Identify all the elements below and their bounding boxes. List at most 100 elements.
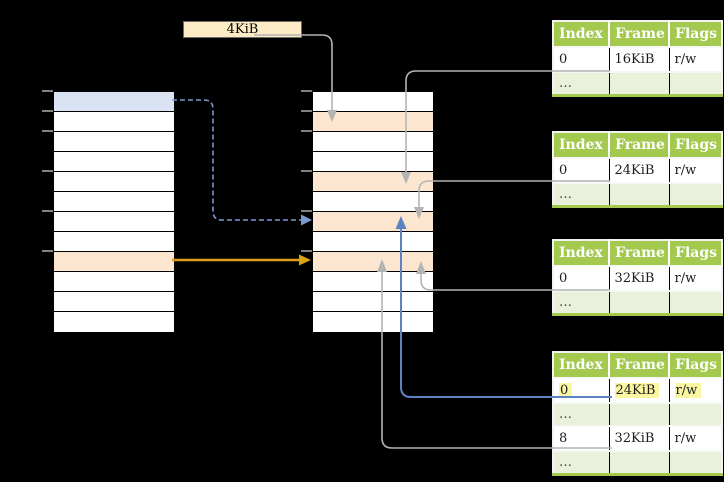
memory-cell-white <box>313 152 433 172</box>
page-table-cell <box>669 182 722 206</box>
column-header-frame: Frame <box>609 132 670 158</box>
page-table-cell: r/w <box>669 265 722 291</box>
page-table-row: … <box>553 450 722 474</box>
page-table-cell: … <box>553 450 610 474</box>
memory-cell-peach <box>54 252 174 272</box>
highlighted-value: r/w <box>674 383 702 398</box>
page-table-row: … <box>553 182 722 206</box>
page-table-row: … <box>553 402 722 426</box>
page-table-cell: … <box>553 290 610 314</box>
memory-cell-white <box>54 292 174 312</box>
memory-cell-white <box>54 132 174 152</box>
page-table-row: 0 24KiB r/w <box>553 377 722 403</box>
memory-cell-white <box>54 192 174 212</box>
memory-cell-white <box>313 232 433 252</box>
address-tick <box>301 210 312 212</box>
page-table-row: … <box>553 290 722 314</box>
page-table-cell: r/w <box>669 157 722 183</box>
page-table-cell: … <box>553 182 610 206</box>
page-table-row: … <box>553 71 722 95</box>
page-table-cell: 16KiB <box>609 46 670 72</box>
page-table-cell: … <box>553 402 610 426</box>
memory-cell-white <box>54 272 174 292</box>
middle-memory-column <box>312 91 434 333</box>
left-memory-column <box>53 91 175 333</box>
column-header-index: Index <box>553 21 610 47</box>
page-table-cell: 8 <box>553 425 610 451</box>
page-table-cell: 24KiB <box>609 377 670 403</box>
page-table-cell <box>609 182 670 206</box>
address-tick <box>301 110 312 112</box>
page-table-cell: 32KiB <box>609 425 670 451</box>
address-tick <box>42 130 53 132</box>
memory-cell-white <box>54 112 174 132</box>
address-tick <box>42 90 53 92</box>
column-header-index: Index <box>553 240 610 266</box>
memory-cell-peach <box>313 172 433 192</box>
column-header-flags: Flags <box>669 132 722 158</box>
memory-cell-white <box>313 132 433 152</box>
arrow-virtual-page-dashed <box>172 99 312 226</box>
page-table-cell: r/w <box>669 377 722 403</box>
page-table-cell: 24KiB <box>609 157 670 183</box>
page-size-label: 4KiB <box>183 21 302 38</box>
address-tick <box>42 110 53 112</box>
memory-cell-white <box>54 172 174 192</box>
page-table-cell: 0 <box>553 46 610 72</box>
memory-cell-white <box>54 152 174 172</box>
page-table-cell <box>609 71 670 95</box>
highlighted-value: 0 <box>559 383 573 398</box>
memory-cell-white <box>313 192 433 212</box>
memory-cell-peach <box>313 252 433 272</box>
address-tick <box>301 170 312 172</box>
arrow-mapped-page-orange <box>172 254 311 266</box>
memory-cell-white <box>313 272 433 292</box>
column-header-index: Index <box>553 352 610 378</box>
address-tick <box>301 130 312 132</box>
memory-cell-peach <box>313 112 433 132</box>
page-table-cell <box>669 290 722 314</box>
page-table-cell: 0 <box>553 157 610 183</box>
memory-cell-white <box>54 232 174 252</box>
page-table-cell: 0 <box>553 265 610 291</box>
column-header-flags: Flags <box>669 352 722 378</box>
column-header-flags: Flags <box>669 21 722 47</box>
memory-cell-white <box>54 212 174 232</box>
column-header-flags: Flags <box>669 240 722 266</box>
column-header-frame: Frame <box>609 240 670 266</box>
memory-cell-peach <box>313 212 433 232</box>
page-table-cell <box>669 71 722 95</box>
memory-cell-blue <box>54 92 174 112</box>
page-table-cell <box>669 402 722 426</box>
highlighted-value: 24KiB <box>614 383 660 398</box>
address-tick <box>301 250 312 252</box>
page-table-cell: 0 <box>553 377 610 403</box>
memory-cell-white <box>313 312 433 332</box>
column-header-frame: Frame <box>609 21 670 47</box>
column-header-index: Index <box>553 132 610 158</box>
page-table-cell <box>609 450 670 474</box>
memory-cell-white <box>313 292 433 312</box>
page-table-cell <box>609 290 670 314</box>
page-table-cell: r/w <box>669 425 722 451</box>
address-tick <box>42 250 53 252</box>
page-table-cell: r/w <box>669 46 722 72</box>
address-tick <box>301 90 312 92</box>
address-tick <box>42 170 53 172</box>
page-table-cell: 32KiB <box>609 265 670 291</box>
memory-cell-white <box>54 312 174 332</box>
page-table-cell <box>669 450 722 474</box>
